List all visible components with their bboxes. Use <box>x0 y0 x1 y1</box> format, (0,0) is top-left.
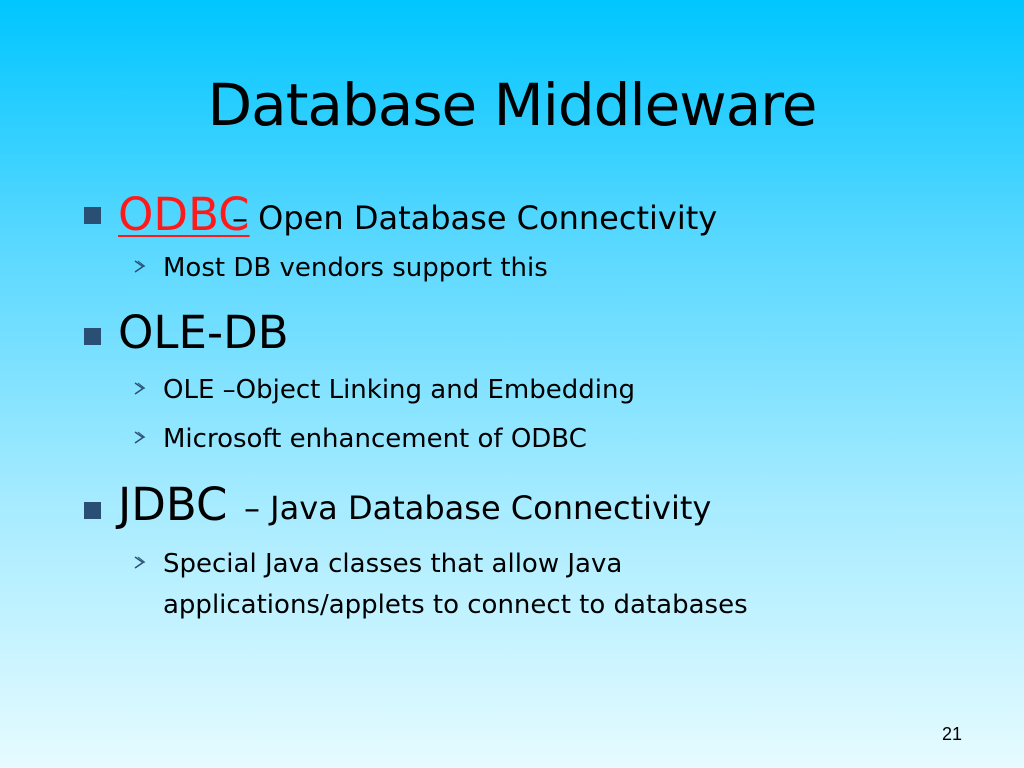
subbullet-text: OLE –Object Linking and Embedding <box>163 375 635 405</box>
subbullet-text-line2: applications/applets to connect to datab… <box>163 590 748 620</box>
square-bullet-icon <box>84 207 101 224</box>
subbullet-text-line1: Special Java classes that allow Java <box>163 549 623 579</box>
arrow-bullet-icon <box>134 431 146 444</box>
arrow-bullet-icon <box>134 382 146 395</box>
page-number: 21 <box>941 724 962 744</box>
subbullet-text: Microsoft enhancement of ODBC <box>163 424 587 454</box>
bullet-term-oledb: OLE-DB <box>118 306 289 359</box>
bullet-term-odbc[interactable]: ODBC <box>118 188 250 241</box>
subbullet-text: Most DB vendors support this <box>163 253 548 283</box>
slide-title: Database Middleware <box>207 71 817 139</box>
bullet-desc-jdbc: – Java Database Connectivity <box>244 489 712 527</box>
square-bullet-icon <box>84 502 101 519</box>
bullet-term-jdbc: JDBC <box>118 478 228 531</box>
arrow-bullet-icon <box>134 556 146 569</box>
bullet-desc-odbc: – Open Database Connectivity <box>232 199 718 237</box>
square-bullet-icon <box>84 328 101 345</box>
arrow-bullet-icon <box>134 260 146 273</box>
